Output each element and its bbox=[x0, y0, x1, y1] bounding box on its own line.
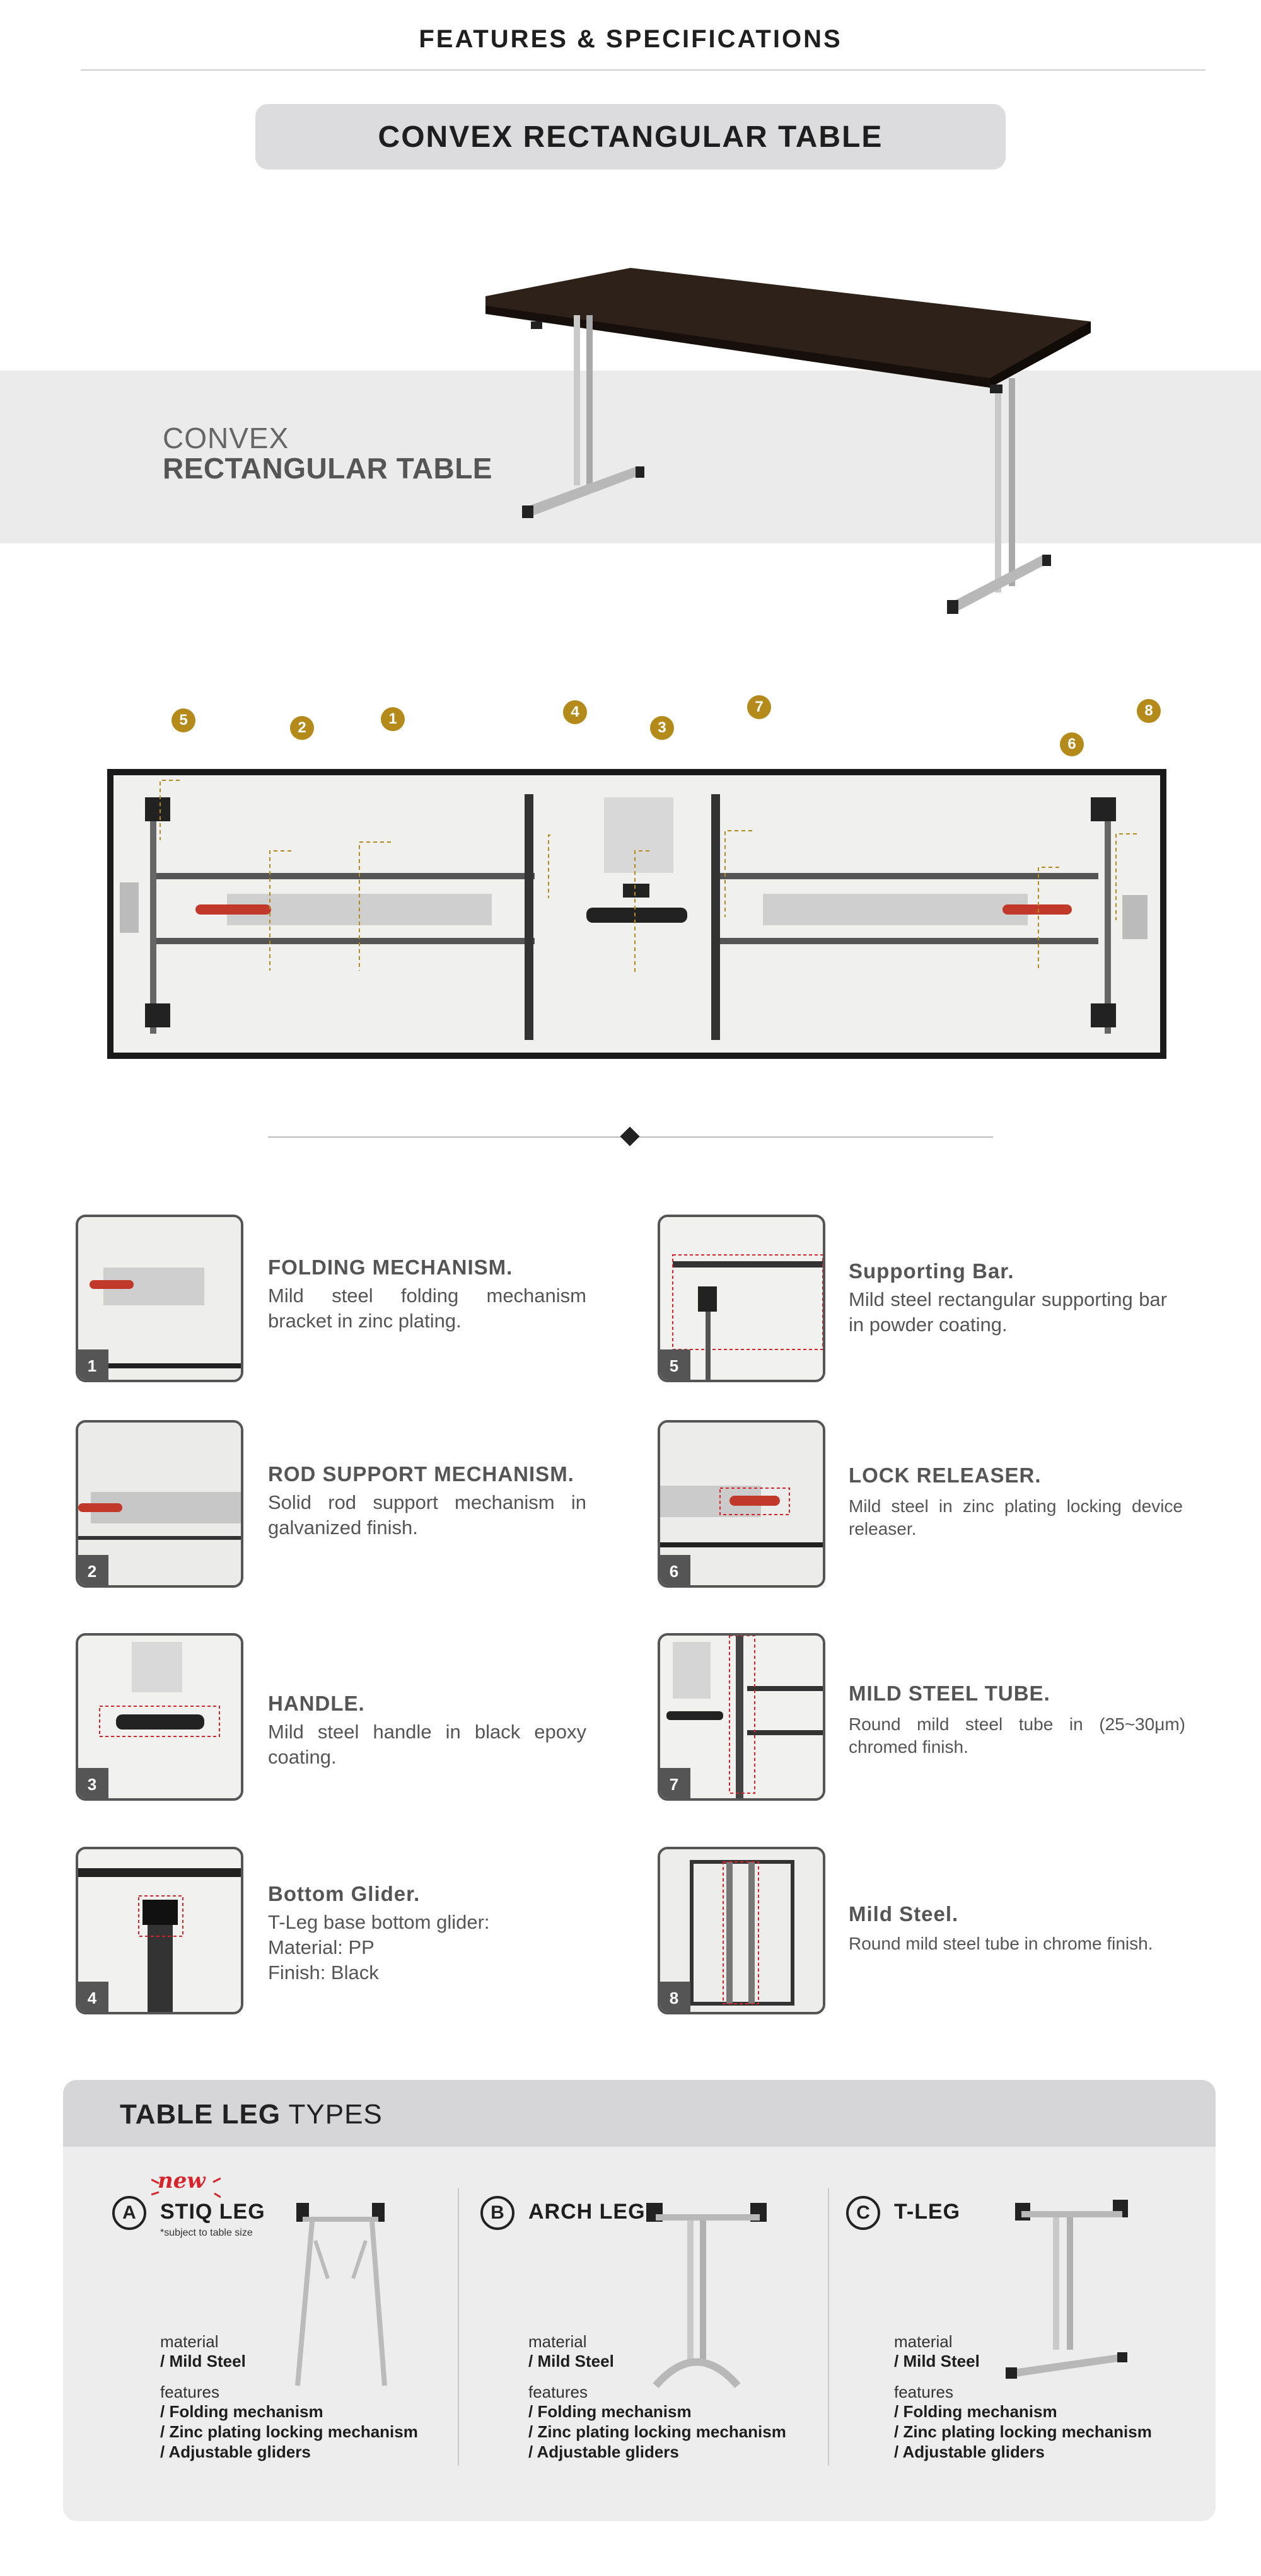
feature-badge-1: 1 bbox=[78, 1349, 108, 1380]
feature-desc-2: Solid rod support mechanism in galvanize… bbox=[268, 1491, 586, 1539]
feature-thumb-5: 5 bbox=[658, 1215, 825, 1382]
stiq-leg-image bbox=[295, 2203, 387, 2386]
feature-line-c: / Folding mechanism bbox=[894, 2402, 1057, 2421]
arch-leg-image bbox=[646, 2203, 767, 2388]
leg-letter-a: A bbox=[112, 2196, 146, 2230]
feature-thumb-7: 7 bbox=[658, 1633, 825, 1801]
feature-title-8: Mild Steel. bbox=[849, 1902, 959, 1926]
callout-4: 4 bbox=[563, 700, 587, 724]
hero-name-line1: CONVEX bbox=[163, 422, 289, 454]
leg-letter-b: B bbox=[480, 2196, 514, 2230]
feature-desc-4-line: T-Leg base bottom glider: bbox=[268, 1911, 490, 1933]
feature-badge-5: 5 bbox=[660, 1349, 690, 1380]
feature-thumb-4: 4 bbox=[76, 1847, 243, 2014]
leg-types-panel: TABLE LEG TYPES new A STIQ LEG *subject … bbox=[63, 2080, 1216, 2521]
subject-note: *subject to table size bbox=[160, 2227, 253, 2238]
feature-line-b: / Adjustable gliders bbox=[528, 2442, 679, 2461]
feature-title-7: MILD STEEL TUBE. bbox=[849, 1682, 1050, 1705]
hero-name-line2: RECTANGULAR TABLE bbox=[163, 452, 492, 485]
feature-title-2: ROD SUPPORT MECHANISM. bbox=[268, 1462, 574, 1486]
callout-5: 5 bbox=[171, 708, 195, 732]
feature-line-b: / Zinc plating locking mechanism bbox=[528, 2422, 786, 2441]
material-label-a: material bbox=[160, 2332, 219, 2351]
divider-diamond bbox=[620, 1126, 640, 1146]
material-label-c: material bbox=[894, 2332, 953, 2351]
feature-line-c: / Adjustable gliders bbox=[894, 2442, 1045, 2461]
product-title: CONVEX RECTANGULAR TABLE bbox=[378, 120, 883, 154]
feature-desc-7: Round mild steel tube in (25~30μm) chrom… bbox=[849, 1714, 1185, 1757]
feature-line-a: / Adjustable gliders bbox=[160, 2442, 311, 2461]
feature-thumb-3: 3 bbox=[76, 1633, 243, 1801]
feature-desc-4: T-Leg base bottom glider: Material: PP F… bbox=[268, 1910, 586, 1985]
callout-7: 7 bbox=[747, 695, 771, 719]
feature-desc-6: Mild steel in zinc plating locking devic… bbox=[849, 1496, 1183, 1539]
feature-line-c: / Zinc plating locking mechanism bbox=[894, 2422, 1152, 2441]
column-separator bbox=[828, 2188, 829, 2466]
page-title: FEATURES & SPECIFICATIONS bbox=[419, 25, 842, 53]
callout-1: 1 bbox=[381, 707, 405, 731]
feature-title-6: LOCK RELEASER. bbox=[849, 1464, 1042, 1487]
feature-badge-4: 4 bbox=[78, 1982, 108, 2012]
feature-badge-2: 2 bbox=[78, 1555, 108, 1585]
feature-badge-7: 7 bbox=[660, 1768, 690, 1798]
feature-title-4: Bottom Glider. bbox=[268, 1882, 421, 1905]
material-value-c: / Mild Steel bbox=[894, 2352, 980, 2371]
feature-desc-4-line: Material: PP bbox=[268, 1936, 375, 1958]
leg-types-title-bold: TABLE LEG bbox=[120, 2099, 281, 2130]
feature-thumb-1: 1 bbox=[76, 1215, 243, 1382]
feature-line-b: / Folding mechanism bbox=[528, 2402, 692, 2421]
leg-letter-c: C bbox=[846, 2196, 880, 2230]
feature-title-5: Supporting Bar. bbox=[849, 1259, 1014, 1283]
callout-6: 6 bbox=[1060, 732, 1084, 756]
feature-desc-5: Mild steel rectangular supporting bar in… bbox=[849, 1288, 1167, 1336]
header-divider bbox=[81, 69, 1206, 71]
table-product-image bbox=[485, 268, 1091, 614]
callout-2: 2 bbox=[290, 716, 314, 740]
feature-thumb-6: 6 bbox=[658, 1420, 825, 1588]
feature-line-a: / Zinc plating locking mechanism bbox=[160, 2422, 418, 2441]
features-label-c: features bbox=[894, 2383, 953, 2401]
material-value-a: / Mild Steel bbox=[160, 2352, 246, 2371]
feature-badge-3: 3 bbox=[78, 1768, 108, 1798]
leg-types-header bbox=[63, 2080, 1216, 2147]
leg-types-title: TABLE LEG TYPES bbox=[120, 2099, 383, 2130]
column-separator bbox=[458, 2188, 459, 2466]
callout-8: 8 bbox=[1137, 699, 1161, 723]
features-label-b: features bbox=[528, 2383, 588, 2401]
feature-title-1: FOLDING MECHANISM. bbox=[268, 1256, 513, 1279]
material-value-b: / Mild Steel bbox=[528, 2352, 614, 2371]
t-leg-image bbox=[1006, 2200, 1128, 2379]
material-label-b: material bbox=[528, 2332, 587, 2351]
new-badge: new bbox=[158, 2168, 206, 2193]
feature-desc-8: Round mild steel tube in chrome finish. bbox=[849, 1934, 1153, 1953]
feature-desc-3: Mild steel handle in black epoxy coating… bbox=[268, 1721, 586, 1768]
table-underside-image bbox=[107, 769, 1166, 1059]
leg-name-a: STIQ LEG bbox=[160, 2200, 265, 2224]
leg-types-title-light: TYPES bbox=[281, 2099, 383, 2130]
feature-badge-8: 8 bbox=[660, 1982, 690, 2012]
feature-badge-6: 6 bbox=[660, 1555, 690, 1585]
callout-3: 3 bbox=[650, 716, 674, 740]
feature-desc-4-line: Finish: Black bbox=[268, 1961, 379, 1984]
product-title-banner: CONVEX RECTANGULAR TABLE bbox=[255, 104, 1006, 170]
new-burst-icon bbox=[151, 2177, 221, 2198]
feature-thumb-8: 8 bbox=[658, 1847, 825, 2014]
feature-title-3: HANDLE. bbox=[268, 1692, 365, 1715]
feature-line-a: / Folding mechanism bbox=[160, 2402, 323, 2421]
feature-desc-1: Mild steel folding mechanism bracket in … bbox=[268, 1285, 586, 1332]
hero-band bbox=[0, 371, 1261, 543]
leg-name-b: ARCH LEG bbox=[528, 2200, 646, 2224]
leg-name-c: T-LEG bbox=[894, 2200, 961, 2224]
features-label-a: features bbox=[160, 2383, 219, 2401]
feature-thumb-2: 2 bbox=[76, 1420, 243, 1588]
